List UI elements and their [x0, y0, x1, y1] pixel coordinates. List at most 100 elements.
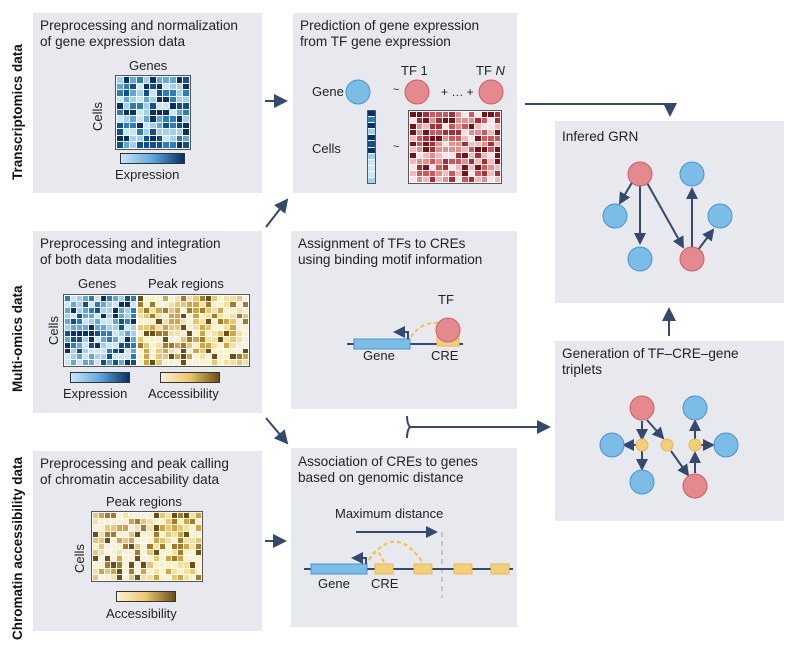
- heatmap-cell: [436, 171, 442, 177]
- panel-title: Association of CREs to genes based on ge…: [298, 454, 478, 485]
- heatmap-cell: [230, 325, 236, 330]
- heatmap-cell: [218, 354, 224, 360]
- heatmap-cell: [71, 342, 76, 348]
- heatmap-cell: [159, 525, 165, 531]
- heatmap-cell: [123, 122, 130, 129]
- heatmap-cell: [462, 165, 468, 171]
- heatmap-cell: [71, 354, 76, 360]
- heatmap-cell: [174, 342, 181, 348]
- heatmap-cell: [423, 165, 429, 171]
- heatmap-cell: [176, 129, 183, 135]
- heatmap-cell: [187, 360, 193, 365]
- heatmap-cell: [193, 348, 199, 354]
- heatmap-cell: [71, 296, 76, 301]
- heatmap-cell: [156, 319, 162, 325]
- prediction-circles: [345, 79, 504, 105]
- heatmap-cell: [187, 336, 193, 342]
- heatmap-cell: [99, 525, 105, 531]
- heatmap-cell: [89, 331, 94, 336]
- heatmap-cell: [144, 325, 150, 330]
- heatmap-cell: [174, 331, 181, 336]
- brace-assignment-association: [406, 415, 412, 439]
- heatmap-cell: [65, 296, 70, 301]
- heatmap-cell: [117, 568, 123, 574]
- heatmap-cell: [429, 117, 435, 123]
- heatmap-cell: [129, 568, 135, 574]
- heatmap-cell: [410, 129, 416, 135]
- heatmap-cell: [153, 531, 159, 537]
- heatmap-cell: [218, 319, 224, 325]
- heatmap-cell: [65, 348, 70, 354]
- heatmap-cell: [242, 313, 248, 319]
- heatmap-cell: [71, 348, 76, 354]
- heatmap-cell: [162, 360, 168, 365]
- heatmap-cell: [162, 348, 168, 354]
- heatmap-cell: [368, 123, 375, 129]
- cre-node: [660, 438, 674, 452]
- heatmap-cell: [189, 562, 195, 568]
- heatmap-cell: [494, 141, 500, 147]
- heatmap-cell: [117, 550, 123, 556]
- heatmap-cell: [93, 537, 99, 543]
- gene-node: [627, 246, 653, 272]
- heatmap-cell: [89, 360, 94, 365]
- heatmap-cell: [455, 123, 461, 129]
- heatmap-cell: [183, 531, 189, 537]
- heatmap-cell: [165, 531, 171, 537]
- heatmap-cell: [183, 90, 189, 96]
- heatmap-cell: [163, 116, 170, 122]
- heatmap-cell: [449, 135, 455, 141]
- heatmap-cell: [111, 550, 117, 556]
- heatmap-cell: [123, 525, 129, 531]
- heatmap-cell: [136, 83, 143, 90]
- heatmap-cell: [170, 77, 176, 83]
- heatmap-cell: [162, 342, 168, 348]
- heatmap-cell: [183, 129, 189, 135]
- heatmap-cell: [117, 142, 123, 148]
- heatmap-cell: [95, 348, 100, 354]
- edge: [670, 450, 690, 477]
- heatmap-cell: [71, 301, 76, 307]
- heatmap-cell: [170, 129, 176, 135]
- heatmap-cell: [481, 165, 487, 171]
- heatmap-cell: [224, 313, 230, 319]
- heatmap-cell: [368, 165, 375, 171]
- heatmap-cell: [130, 109, 136, 116]
- heatmap-cell: [117, 129, 123, 135]
- heatmap-cell: [193, 360, 199, 365]
- heatmap-cell: [123, 129, 130, 135]
- heatmap-cell: [423, 177, 429, 182]
- row-label-multiomics: Multi-omics data: [10, 285, 25, 392]
- heatmap-cell: [77, 336, 82, 342]
- heatmap-cell: [123, 116, 130, 122]
- heatmap-cell: [475, 171, 481, 177]
- heatmap-cell: [236, 336, 242, 342]
- heatmap-cell: [236, 348, 242, 354]
- heatmap-cell: [475, 159, 481, 165]
- heatmap-cell: [171, 519, 177, 525]
- heatmap-cell: [436, 177, 442, 182]
- heatmap-cell: [162, 331, 168, 336]
- heatmap-cell: [410, 112, 416, 117]
- heatmap-cell: [144, 307, 150, 313]
- heatmap-cell: [107, 331, 112, 336]
- tf-node: [679, 246, 705, 272]
- heatmap-cell: [429, 159, 435, 165]
- heatmap-cell: [93, 525, 99, 531]
- heatmap-cell: [131, 307, 136, 313]
- heatmap-cell: [93, 568, 99, 574]
- heatmap-cell: [71, 325, 76, 330]
- heatmap-cell: [170, 96, 176, 103]
- heatmap-cell: [171, 537, 177, 543]
- heatmap-cell: [125, 325, 130, 330]
- cells-label: Cells: [45, 316, 61, 345]
- heatmap-cell: [136, 77, 143, 83]
- heatmap-cell: [163, 142, 170, 148]
- heatmap-cell: [156, 142, 163, 148]
- heatmap-cell: [95, 360, 100, 365]
- heatmap-cell: [101, 331, 106, 336]
- heatmap-cell: [455, 117, 461, 123]
- heatmap-cell: [494, 112, 500, 117]
- heatmap-cell: [193, 313, 199, 319]
- heatmap-cell: [455, 129, 461, 135]
